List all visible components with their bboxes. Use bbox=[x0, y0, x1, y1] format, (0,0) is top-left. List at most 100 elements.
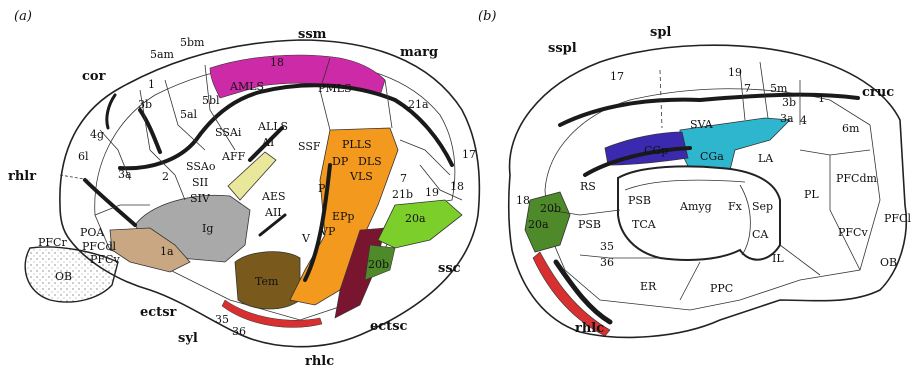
a-area-19: 19 bbox=[425, 186, 439, 199]
b-area-ob: OB bbox=[880, 256, 897, 269]
b-area-ca: CA bbox=[752, 228, 769, 241]
b-area-3b: 3b bbox=[782, 96, 796, 109]
a-area-pfcr: PFCr bbox=[38, 236, 67, 249]
b-area-cga: CGa bbox=[700, 150, 724, 163]
a-sulcus-cor: cor bbox=[82, 69, 106, 84]
b-area-sva: SVA bbox=[690, 118, 714, 131]
panel-b-medial-brain bbox=[509, 45, 907, 337]
a-area-alls: ALLS bbox=[257, 120, 288, 133]
a-area-tem: Tem bbox=[255, 275, 279, 288]
a-sulcus-ectsc: ectsc bbox=[370, 319, 408, 334]
a-area-3a: 3a bbox=[118, 168, 132, 181]
b-area-18: 18 bbox=[516, 194, 530, 207]
b-area-19: 19 bbox=[728, 66, 742, 79]
a-area-ssao: SSAo bbox=[186, 160, 216, 173]
b-area-20a: 20a bbox=[528, 218, 549, 231]
a-area-vls: VLS bbox=[349, 170, 373, 183]
b-area-psb-1: PSB bbox=[628, 194, 651, 207]
a-area-18-right: 18 bbox=[450, 180, 464, 193]
b-sulcus-spl: spl bbox=[650, 25, 671, 40]
a-area-pfcv: PFCv bbox=[90, 253, 120, 266]
a-area-4g: 4g bbox=[90, 128, 104, 141]
a-area-3b: 3b bbox=[138, 98, 152, 111]
a-area-ig: Ig bbox=[202, 222, 213, 235]
b-sulcus-cruc: cruc bbox=[862, 85, 894, 100]
a-area-ssf: SSF bbox=[298, 140, 321, 153]
b-area-psb-2: PSB bbox=[578, 218, 601, 231]
panel-b-label: (b) bbox=[478, 9, 496, 24]
a-area-5bm: 5bm bbox=[180, 36, 205, 49]
b-area-tca: TCA bbox=[632, 218, 657, 231]
b-area-sep: Sep bbox=[752, 200, 773, 213]
a-sulcus-ssm: ssm bbox=[298, 27, 327, 42]
b-area-1: 1 bbox=[818, 92, 825, 105]
a-area-vp: VP bbox=[319, 225, 336, 238]
a-area-5am: 5am bbox=[150, 48, 175, 61]
a-area-dls: DLS bbox=[358, 155, 382, 168]
a-sulcus-rhlr: rhlr bbox=[8, 169, 36, 184]
b-area-il: IL bbox=[772, 252, 784, 265]
a-area-ob: OB bbox=[55, 270, 72, 283]
b-area-pfcl: PFCl bbox=[884, 212, 911, 225]
a-area-ai: AI bbox=[261, 136, 274, 149]
a-area-5al: 5al bbox=[180, 108, 198, 121]
a-area-1: 1 bbox=[148, 78, 155, 91]
b-area-7: 7 bbox=[744, 82, 751, 95]
b-area-la: LA bbox=[758, 152, 774, 165]
b-area-cgp: CGp bbox=[644, 144, 668, 157]
b-area-fx: Fx bbox=[728, 200, 743, 213]
a-area-2: 2 bbox=[162, 170, 169, 183]
a-area-20b: 20b bbox=[368, 258, 389, 271]
b-area-6m: 6m bbox=[842, 122, 860, 135]
b-area-er: ER bbox=[640, 280, 657, 293]
a-area-epp: EPp bbox=[332, 210, 354, 223]
a-area-dp: DP bbox=[332, 155, 349, 168]
a-cruciate-sulcus-stub bbox=[107, 95, 115, 128]
a-area-6l: 6l bbox=[78, 150, 89, 163]
a-area-36: 36 bbox=[232, 325, 246, 338]
b-area-17: 17 bbox=[610, 70, 624, 83]
a-rhlr-leader bbox=[60, 175, 90, 180]
a-area-21b: 21b bbox=[392, 188, 413, 201]
b-area-36: 36 bbox=[600, 256, 614, 269]
b-sulcus-rhlc: rhlc bbox=[575, 321, 604, 336]
a-area-ssai: SSAi bbox=[215, 126, 242, 139]
b-area-4: 4 bbox=[800, 114, 807, 127]
a-area-pfcdl: PFCdl bbox=[82, 240, 116, 253]
a-area-21a: 21a bbox=[408, 98, 429, 111]
b-area-3a: 3a bbox=[780, 112, 794, 125]
a-area-v: V bbox=[301, 232, 311, 245]
a-sulcus-syl: syl bbox=[178, 331, 198, 346]
a-area-plls: PLLS bbox=[342, 138, 372, 151]
a-sulcus-rhlc: rhlc bbox=[305, 354, 334, 369]
a-area-pmls: PMLS bbox=[318, 82, 352, 95]
a-area-aff: AFF bbox=[221, 150, 246, 163]
b-area-35: 35 bbox=[600, 240, 614, 253]
b-sulcus-sspl: sspl bbox=[548, 41, 577, 56]
a-area-7: 7 bbox=[400, 172, 407, 185]
a-area-aii: AII bbox=[264, 206, 282, 219]
a-area-20a: 20a bbox=[405, 212, 426, 225]
a-area-1a: 1a bbox=[160, 245, 174, 258]
a-area-p: P bbox=[318, 182, 326, 195]
b-area-20b: 20b bbox=[540, 202, 561, 215]
b-area-pfcdm: PFCdm bbox=[836, 172, 877, 185]
a-sulcus-ssc: ssc bbox=[438, 261, 461, 276]
a-sulcus-marg: marg bbox=[400, 45, 438, 60]
b-area-5m: 5m bbox=[770, 82, 788, 95]
b-area-amyg: Amyg bbox=[679, 200, 712, 213]
b-area-pl: PL bbox=[804, 188, 819, 201]
a-area-aes: AES bbox=[261, 190, 286, 203]
a-area-5bl: 5bl bbox=[202, 94, 220, 107]
b-area-ppc: PPC bbox=[710, 282, 733, 295]
a-area-poa: POA bbox=[80, 226, 105, 239]
a-area-18-top: 18 bbox=[270, 56, 284, 69]
a-area-sii: SII bbox=[192, 176, 208, 189]
panel-a-label: (a) bbox=[14, 9, 32, 24]
b-area-rs: RS bbox=[580, 180, 596, 193]
a-area-35: 35 bbox=[215, 313, 229, 326]
a-area-amls: AMLS bbox=[229, 80, 264, 93]
a-sulcus-ectsr: ectsr bbox=[140, 305, 177, 320]
b-area-pfcv: PFCv bbox=[838, 226, 868, 239]
